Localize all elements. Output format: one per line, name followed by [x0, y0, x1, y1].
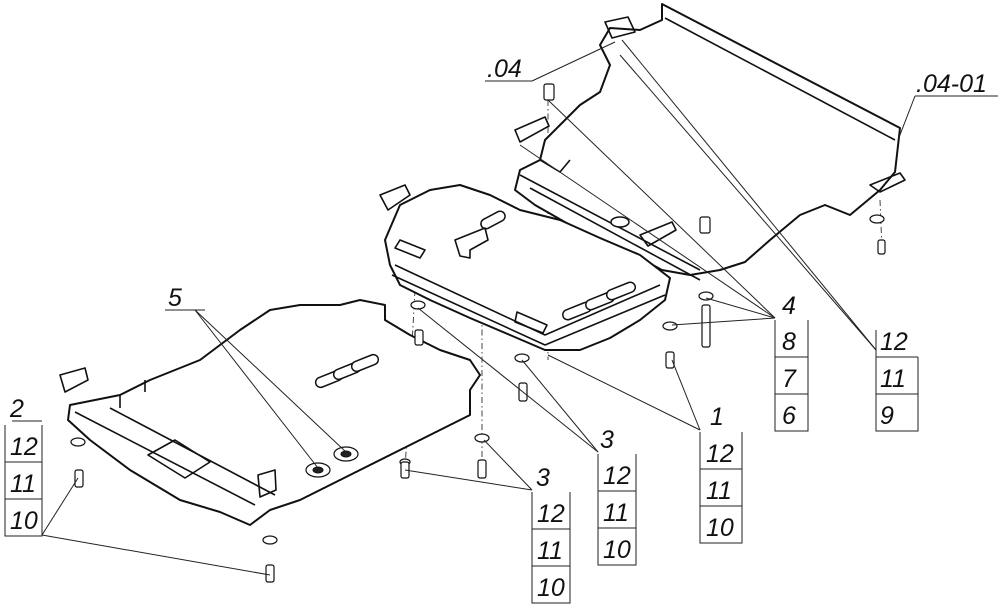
- callout-4: 4: [782, 292, 796, 320]
- reference-label-04: .04: [487, 55, 522, 83]
- reference-label-04-01: .04-01: [916, 70, 987, 98]
- stack-right-item-2: 11: [880, 365, 906, 393]
- stack-upper-3-item-2: 11: [603, 499, 629, 527]
- stack-lower-3-item-2: 11: [537, 537, 563, 565]
- stack-callout-4-item-1: 8: [782, 328, 796, 356]
- callout-5: 5: [168, 284, 182, 312]
- middle-skid-plate: [379, 184, 671, 351]
- stack-right-item-3: 9: [880, 402, 894, 430]
- callout-2: 2: [9, 395, 24, 423]
- stack-upper-3-item-1: 12: [603, 462, 631, 490]
- stack-lower-3-item-1: 12: [537, 500, 565, 528]
- stack-lower-3: 12 11 10: [531, 492, 571, 604]
- stack-callout-1-item-1: 12: [706, 440, 734, 468]
- stack-callout-1-item-2: 11: [706, 477, 732, 505]
- stack-callout-4-item-2: 7: [782, 365, 797, 393]
- stack-upper-3-item-3: 10: [603, 536, 631, 564]
- stack-left-item-3: 10: [10, 507, 38, 535]
- callout-3-lower: 3: [536, 464, 550, 492]
- front-skid-plate: [59, 299, 481, 526]
- stack-callout-4-item-3: 6: [782, 402, 796, 430]
- leader-lines: [12, 39, 998, 576]
- callout-3-upper: 3: [600, 426, 614, 454]
- stack-right-item-1: 12: [880, 328, 908, 356]
- stack-left-item-2: 11: [10, 470, 36, 498]
- stack-right: 12 11 9: [875, 328, 919, 432]
- fasteners: [70, 83, 886, 583]
- stack-callout-1-item-3: 10: [706, 514, 734, 542]
- stack-left: 12 11 10: [4, 425, 43, 537]
- stack-upper-3: 12 11 10: [597, 454, 637, 566]
- stack-lower-3-item-3: 10: [537, 574, 565, 602]
- stack-callout-4: 8 7 6: [774, 320, 809, 432]
- callout-1: 1: [710, 403, 724, 431]
- stack-left-item-1: 12: [10, 433, 38, 461]
- stack-callout-1: 12 11 10: [699, 432, 743, 544]
